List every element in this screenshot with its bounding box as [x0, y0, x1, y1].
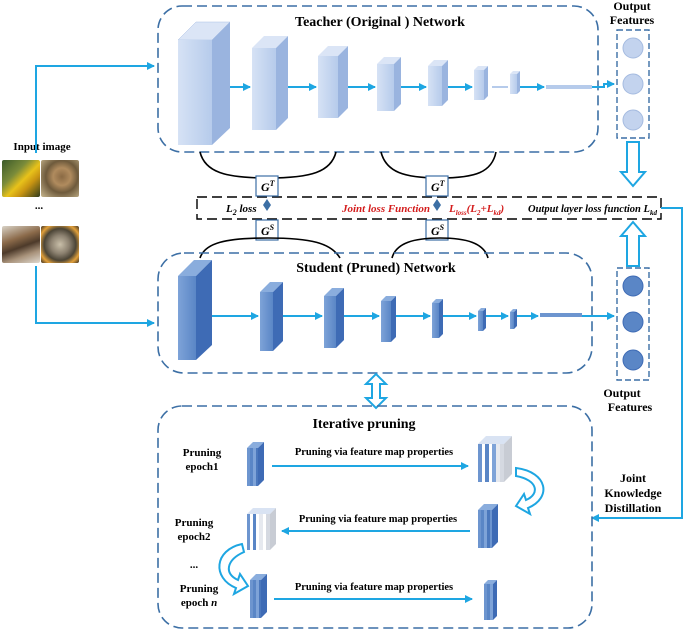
gram-right: GT GS — [425, 175, 449, 241]
l2-loss-label: L2 loss — [225, 203, 257, 217]
student-network-box — [157, 252, 593, 374]
svg-text:GT: GT — [261, 179, 276, 194]
epoch1-label-2: epoch1 — [186, 461, 219, 473]
epoch1-label: Pruning — [183, 447, 222, 459]
input-image-label: Input image — [13, 141, 70, 153]
output-loss-label: Output layer loss function Lkd — [528, 204, 657, 217]
student-layer — [510, 309, 517, 329]
filter-stack-pruned-2 — [478, 504, 498, 548]
teacher-layer — [377, 57, 401, 111]
input-ellipsis: ... — [35, 200, 44, 212]
joint-kd-label-3: Distillation — [605, 501, 662, 515]
epoch2-label-2: epoch2 — [178, 531, 212, 543]
filter-stack-pruned-1 — [478, 436, 512, 482]
teacher-layer — [474, 66, 488, 100]
teacher-bracket-right — [380, 151, 497, 179]
sparrow-icon — [2, 226, 40, 263]
joint-kd-label-2: Knowledge — [604, 486, 662, 500]
filter-stack-epochn — [250, 574, 267, 618]
student-layer — [260, 282, 283, 351]
student-layer — [178, 260, 212, 360]
output-top-label: Output — [613, 0, 650, 13]
output-top-box — [616, 29, 650, 139]
filter-stack-final — [484, 580, 497, 620]
output-bottom-label: Output — [603, 386, 640, 400]
curved-arrow-left — [218, 542, 250, 597]
output-neuron — [622, 109, 644, 131]
joint-kd-line — [591, 207, 683, 522]
output-neuron — [622, 349, 644, 371]
student-layer — [324, 288, 344, 348]
output-neuron — [622, 275, 644, 297]
teacher-layer — [510, 71, 520, 94]
pruning-ellipsis: ... — [190, 559, 199, 571]
output-bottom-label-2: Features — [608, 400, 653, 414]
svg-text:GS: GS — [261, 223, 275, 238]
epochn-label-2: epoch n — [181, 597, 217, 609]
teacher-bracket-left — [199, 151, 337, 179]
teacher-layer — [428, 60, 448, 106]
koala-icon — [41, 226, 79, 263]
teacher-layer — [177, 21, 231, 145]
teacher-layer — [318, 46, 348, 118]
student-bracket-left — [199, 237, 341, 259]
pruning-title: Iterative pruning — [312, 417, 415, 432]
joint-loss-label: Joint loss Function — [341, 203, 430, 215]
pruning-arrow-label-2: Pruning via feature map properties — [299, 514, 457, 525]
filter-stack-epoch2 — [247, 508, 276, 550]
teacher-fc-layer — [546, 85, 592, 89]
hollow-down-arrow — [618, 141, 648, 188]
filter-stack-epoch1 — [247, 442, 264, 486]
teacher-layer — [252, 36, 288, 130]
teacher-layers — [177, 21, 592, 145]
student-title: Student (Pruned) Network — [296, 261, 456, 276]
teacher-network-box — [157, 5, 599, 153]
eagle-icon — [41, 160, 79, 197]
curved-arrow-right — [514, 466, 545, 517]
student-fc-layer — [540, 313, 582, 317]
pruning-arrow-label-1: Pruning via feature map properties — [295, 447, 453, 458]
student-layers — [178, 260, 582, 360]
joint-kd-label-1: Joint — [620, 471, 646, 485]
pruning-arrow-label-3: Pruning via feature map properties — [295, 582, 453, 593]
lloss-label: Lloss(L2+Lkd) — [448, 203, 504, 217]
hollow-up-arrow — [618, 220, 648, 267]
svg-text:GS: GS — [431, 223, 445, 238]
output-neuron — [622, 311, 644, 333]
epoch2-label: Pruning — [175, 517, 214, 529]
svg-text:GT: GT — [431, 179, 446, 194]
double-hollow-arrow — [363, 372, 389, 410]
student-layer — [478, 308, 486, 331]
output-neuron — [622, 37, 644, 59]
teacher-arrows — [230, 80, 615, 91]
bird-icon — [2, 160, 40, 197]
pruning-box — [157, 405, 593, 629]
teacher-title: Teacher (Original ) Network — [295, 15, 465, 30]
student-layer — [381, 296, 396, 342]
student-layer — [432, 299, 443, 338]
input-arrows — [35, 62, 155, 327]
output-neuron — [622, 73, 644, 95]
epochn-label: Pruning — [180, 583, 219, 595]
output-top-label-2: Features — [610, 13, 655, 27]
gram-left: GT GS — [255, 175, 279, 241]
student-bracket-right — [391, 237, 489, 259]
